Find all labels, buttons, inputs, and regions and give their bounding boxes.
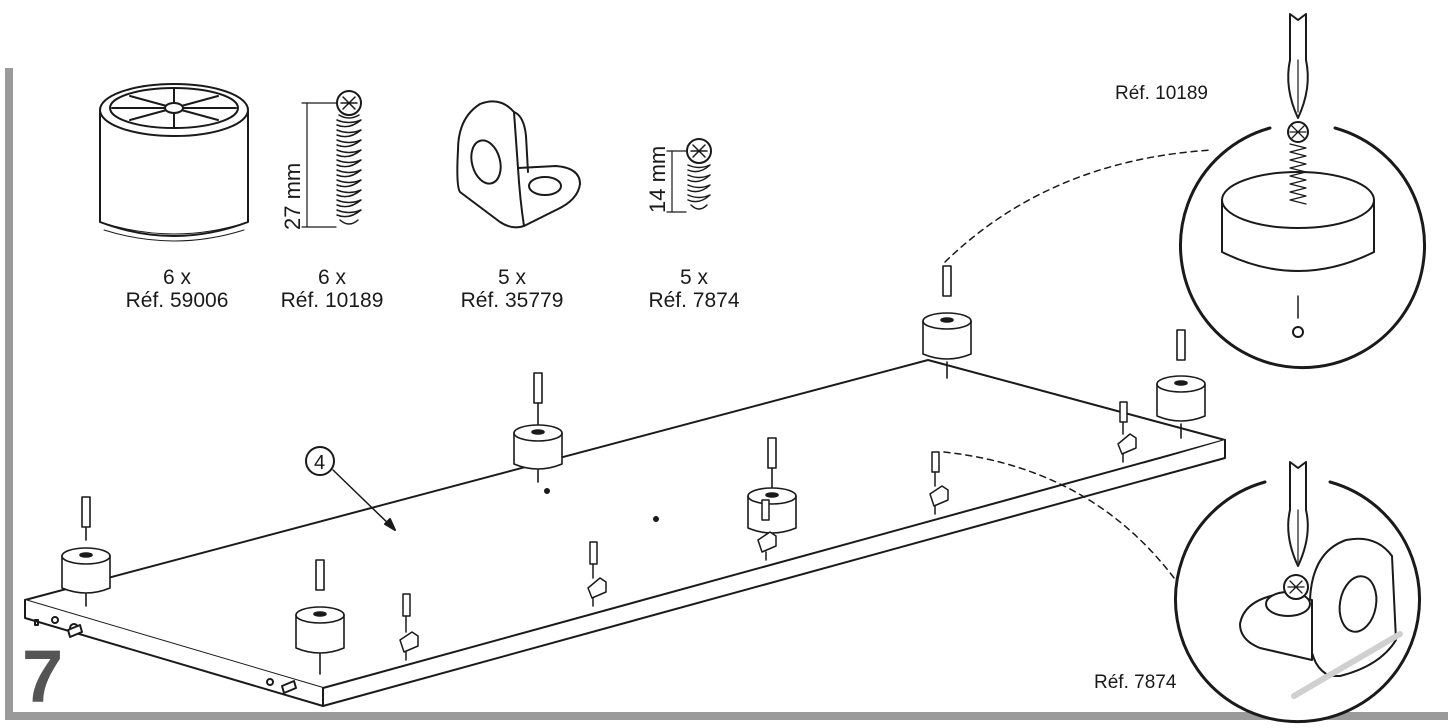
detail-view-foot-screw — [1179, 13, 1426, 370]
long-screw-part-icon: 27 mm — [280, 90, 362, 230]
short-screw-part-icon: 14 mm — [645, 138, 712, 213]
part-label-long-screw: 6 x Réf. 10189 — [262, 266, 402, 312]
bracket-instances — [399, 401, 1137, 661]
part-ref: Réf. 35779 — [460, 289, 564, 312]
foot-part-icon — [99, 83, 249, 242]
short-screw-dimension: 14 mm — [645, 146, 670, 213]
part-ref: Réf. 7874 — [648, 289, 740, 312]
frame-left-border — [5, 68, 13, 720]
detail-connector-foot — [944, 149, 1213, 263]
detail-view-bracket-screw — [1174, 461, 1421, 724]
frame-bottom-border — [5, 712, 1448, 720]
part-label-bracket: 5 x Réf. 35779 — [442, 266, 582, 312]
bracket-part-icon — [456, 100, 581, 229]
detail-connector-bracket — [943, 451, 1197, 611]
part-reference-callout: 4 — [305, 446, 396, 531]
part-ref: Réf. 10189 — [280, 289, 384, 312]
part-reference-number: 4 — [314, 452, 325, 474]
long-screw-dimension: 27 mm — [280, 163, 305, 230]
part-qty: 5 x — [497, 266, 526, 289]
board-panel — [24, 359, 1226, 707]
detail-label-bracket-screw: Réf. 7874 — [1094, 672, 1177, 693]
part-qty: 6 x — [162, 266, 191, 289]
part-qty: 5 x — [679, 266, 708, 289]
part-qty: 6 x — [317, 266, 346, 289]
part-ref: Réf. 59006 — [125, 289, 229, 312]
step-number: 7 — [22, 635, 64, 718]
detail-label-foot-screw: Réf. 10189 — [1115, 83, 1208, 104]
foot-instances — [61, 265, 1206, 675]
part-label-foot: 6 x Réf. 59006 — [107, 266, 247, 312]
part-label-short-screw: 5 x Réf. 7874 — [624, 266, 764, 312]
